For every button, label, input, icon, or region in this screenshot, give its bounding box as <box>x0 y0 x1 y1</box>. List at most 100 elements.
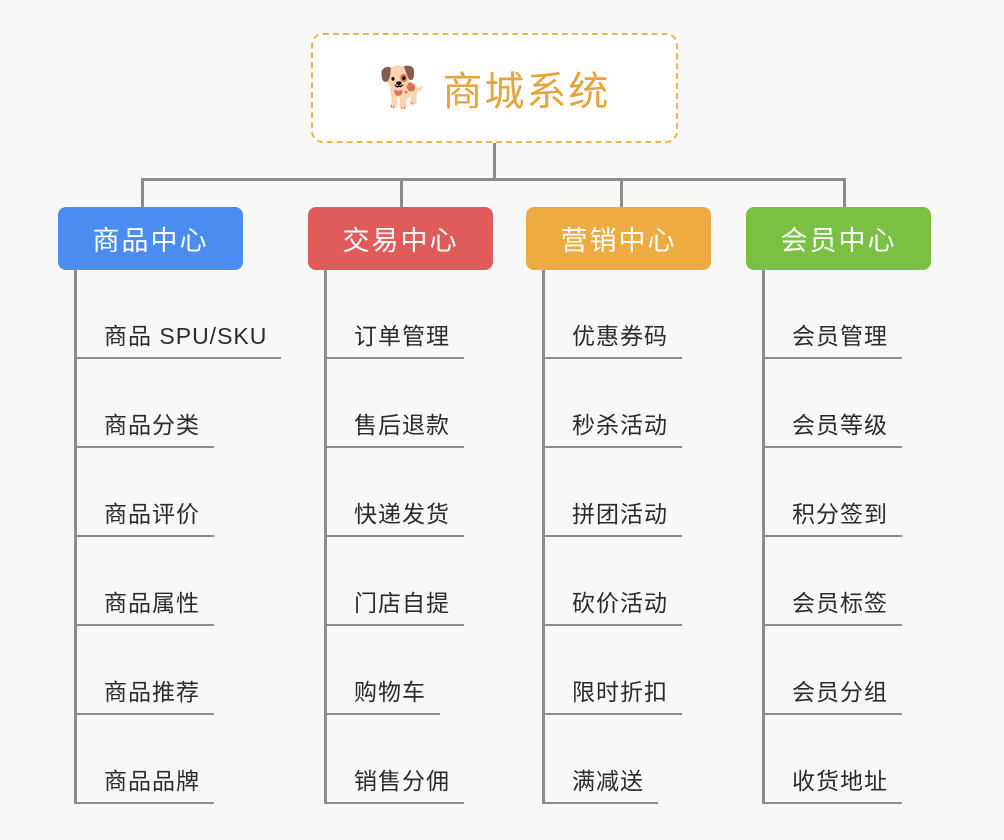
leaf-label: 会员标签 <box>792 590 888 616</box>
leaf-underline: 快递发货 <box>324 495 464 537</box>
branch-title: 交易中心 <box>342 226 459 256</box>
leaf-item[interactable]: 收货地址 <box>762 715 931 804</box>
leaf-label: 满减送 <box>572 768 644 794</box>
connector-drop-3 <box>620 178 623 207</box>
leaf-label: 积分签到 <box>792 501 888 527</box>
leaf-underline: 会员标签 <box>762 584 902 626</box>
connector-drop-2 <box>400 178 403 207</box>
leaf-label: 会员管理 <box>792 323 888 349</box>
leaf-list-3: 优惠券码秒杀活动拼团活动砍价活动限时折扣满减送 <box>526 270 711 804</box>
leaf-underline: 订单管理 <box>324 317 464 359</box>
leaf-item[interactable]: 优惠券码 <box>542 270 711 359</box>
leaf-item[interactable]: 满减送 <box>542 715 711 804</box>
branch-title: 会员中心 <box>780 226 897 256</box>
branch-header-4[interactable]: 会员中心 <box>746 207 931 270</box>
branch-title: 营销中心 <box>560 226 677 256</box>
leaf-item[interactable]: 快递发货 <box>324 448 493 537</box>
leaf-underline: 会员等级 <box>762 406 902 448</box>
leaf-label: 商品推荐 <box>104 679 200 705</box>
leaf-label: 砍价活动 <box>572 590 668 616</box>
leaf-underline: 商品品牌 <box>74 762 214 804</box>
connector-trunk-2 <box>324 270 327 804</box>
leaf-underline: 会员管理 <box>762 317 902 359</box>
leaf-item[interactable]: 销售分佣 <box>324 715 493 804</box>
leaf-underline: 商品推荐 <box>74 673 214 715</box>
leaf-underline: 积分签到 <box>762 495 902 537</box>
leaf-label: 秒杀活动 <box>572 412 668 438</box>
leaf-item[interactable]: 商品推荐 <box>74 626 243 715</box>
leaf-underline: 砍价活动 <box>542 584 682 626</box>
connector-horizontal-bus <box>141 178 846 181</box>
leaf-item[interactable]: 会员管理 <box>762 270 931 359</box>
branch-column-3: 营销中心优惠券码秒杀活动拼团活动砍价活动限时折扣满减送 <box>526 207 711 804</box>
branch-header-2[interactable]: 交易中心 <box>308 207 493 270</box>
leaf-underline: 会员分组 <box>762 673 902 715</box>
leaf-label: 订单管理 <box>354 323 450 349</box>
branch-column-2: 交易中心订单管理售后退款快递发货门店自提购物车销售分佣 <box>308 207 493 804</box>
leaf-item[interactable]: 门店自提 <box>324 537 493 626</box>
leaf-underline: 秒杀活动 <box>542 406 682 448</box>
leaf-underline: 商品属性 <box>74 584 214 626</box>
leaf-item[interactable]: 积分签到 <box>762 448 931 537</box>
leaf-label: 商品属性 <box>104 590 200 616</box>
leaf-item[interactable]: 会员标签 <box>762 537 931 626</box>
branch-column-4: 会员中心会员管理会员等级积分签到会员标签会员分组收货地址 <box>746 207 931 804</box>
branch-title: 商品中心 <box>92 226 209 256</box>
leaf-label: 限时折扣 <box>572 679 668 705</box>
leaf-underline: 门店自提 <box>324 584 464 626</box>
leaf-list-1: 商品 SPU/SKU 商品分类商品评价商品属性商品推荐商品品牌 <box>58 270 282 804</box>
leaf-underline: 购物车 <box>324 673 440 715</box>
leaf-underline: 收货地址 <box>762 762 902 804</box>
branch-header-1[interactable]: 商品中心 <box>58 207 243 270</box>
leaf-label: 售后退款 <box>354 412 450 438</box>
leaf-item[interactable]: 商品品牌 <box>74 715 243 804</box>
leaf-item[interactable]: 购物车 <box>324 626 493 715</box>
leaf-label: 商品分类 <box>104 412 200 438</box>
leaf-underline: 限时折扣 <box>542 673 682 715</box>
branch-column-1: 商品中心商品 SPU/SKU 商品分类商品评价商品属性商品推荐商品品牌 <box>58 207 282 804</box>
connector-trunk-1 <box>74 270 77 804</box>
leaf-label: 快递发货 <box>354 501 450 527</box>
leaf-item[interactable]: 限时折扣 <box>542 626 711 715</box>
leaf-underline: 销售分佣 <box>324 762 464 804</box>
root-title: 商城系统 <box>442 70 611 114</box>
leaf-underline: 商品分类 <box>74 406 214 448</box>
leaf-item[interactable]: 秒杀活动 <box>542 359 711 448</box>
leaf-item[interactable]: 拼团活动 <box>542 448 711 537</box>
leaf-item[interactable]: 商品属性 <box>74 537 243 626</box>
leaf-underline: 商品 SPU/SKU <box>74 317 282 359</box>
leaf-item[interactable]: 砍价活动 <box>542 537 711 626</box>
leaf-label: 销售分佣 <box>354 768 450 794</box>
leaf-label: 优惠券码 <box>572 323 668 349</box>
leaf-underline: 商品评价 <box>74 495 214 537</box>
root-node[interactable]: 🐕 商城系统 <box>311 33 678 143</box>
leaf-label: 商品评价 <box>104 501 200 527</box>
leaf-underline: 售后退款 <box>324 406 464 448</box>
connector-root-stem <box>493 143 496 181</box>
leaf-item[interactable]: 订单管理 <box>324 270 493 359</box>
leaf-item[interactable]: 商品评价 <box>74 448 243 537</box>
leaf-item[interactable]: 会员分组 <box>762 626 931 715</box>
connector-trunk-4 <box>762 270 765 804</box>
leaf-label: 拼团活动 <box>572 501 668 527</box>
connector-drop-4 <box>843 178 846 207</box>
leaf-label: 会员分组 <box>792 679 888 705</box>
leaf-item[interactable]: 商品 SPU/SKU <box>74 270 282 359</box>
branch-header-3[interactable]: 营销中心 <box>526 207 711 270</box>
leaf-label: 商品品牌 <box>104 768 200 794</box>
leaf-underline: 满减送 <box>542 762 658 804</box>
shiba-dog-face-icon: 🐕 <box>378 66 429 110</box>
leaf-label: 收货地址 <box>792 768 888 794</box>
leaf-label: 门店自提 <box>354 590 450 616</box>
leaf-label: 会员等级 <box>792 412 888 438</box>
leaf-item[interactable]: 商品分类 <box>74 359 243 448</box>
connector-trunk-3 <box>542 270 545 804</box>
connector-drop-1 <box>141 178 144 207</box>
leaf-item[interactable]: 会员等级 <box>762 359 931 448</box>
leaf-underline: 拼团活动 <box>542 495 682 537</box>
leaf-list-4: 会员管理会员等级积分签到会员标签会员分组收货地址 <box>746 270 931 804</box>
leaf-underline: 优惠券码 <box>542 317 682 359</box>
leaf-list-2: 订单管理售后退款快递发货门店自提购物车销售分佣 <box>308 270 493 804</box>
leaf-item[interactable]: 售后退款 <box>324 359 493 448</box>
